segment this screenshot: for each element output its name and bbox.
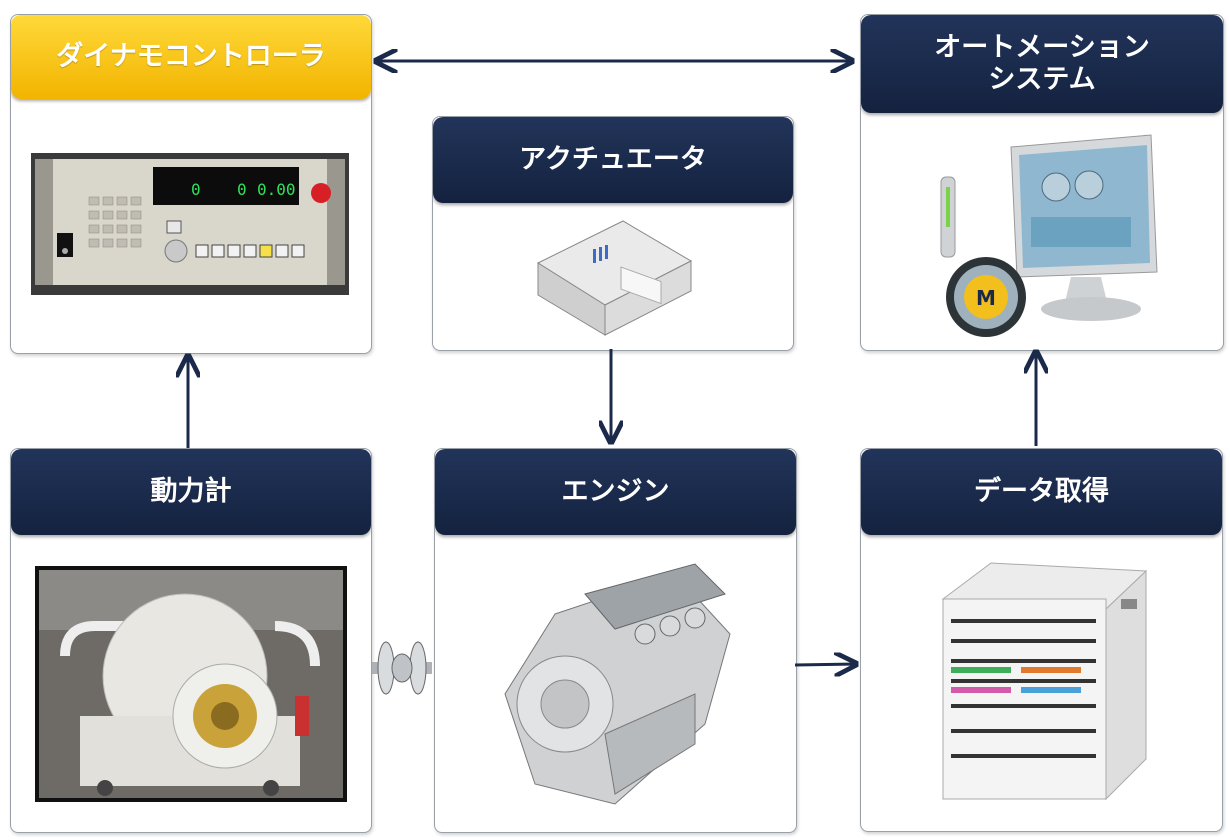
automation-title-line1: オートメーション — [934, 31, 1150, 63]
automation-title-line2: システム — [988, 64, 1096, 95]
automation-system-header: オートメーション システム — [861, 15, 1223, 113]
data-acquisition-title: データ取得 — [974, 475, 1109, 507]
dynamometer-header: 動力計 — [11, 449, 371, 535]
dynamometer-title: 動力計 — [150, 475, 232, 507]
engine-block-image — [495, 554, 745, 824]
dyno-controller-title: ダイナモコントローラ — [56, 40, 326, 72]
arrow-engine-to-dataacq — [794, 664, 856, 665]
dynamometer-machine-image — [35, 566, 347, 802]
controller-readout-mid: 0 — [237, 180, 247, 199]
controller-readout-left: 0 — [191, 180, 201, 199]
dynamometer-card: 動力計 — [10, 448, 372, 833]
dyno-controller-card: ダイナモコントローラ 0 0 0.00 — [10, 14, 372, 354]
actuator-box-image — [533, 213, 693, 343]
automation-badge-letter: M — [976, 286, 996, 310]
dynamo-controller-panel-image: 0 0 0.00 — [31, 153, 349, 295]
actuator-card: アクチュエータ — [432, 116, 794, 351]
coupling-icon — [372, 638, 432, 698]
dyno-controller-header: ダイナモコントローラ — [11, 15, 371, 99]
engine-card: エンジン — [434, 448, 797, 833]
actuator-title: アクチュエータ — [519, 143, 707, 175]
automation-software-monitor-image: M — [921, 127, 1171, 342]
automation-system-card: オートメーション システム M — [860, 14, 1224, 351]
data-acquisition-header: データ取得 — [861, 449, 1222, 535]
controller-readout-right: 0.00 — [257, 180, 296, 199]
actuator-header: アクチュエータ — [433, 117, 793, 203]
data-acquisition-card: データ取得 — [860, 448, 1223, 832]
data-acquisition-rack-image — [931, 559, 1161, 804]
engine-title: エンジン — [561, 475, 670, 507]
engine-header: エンジン — [435, 449, 796, 535]
